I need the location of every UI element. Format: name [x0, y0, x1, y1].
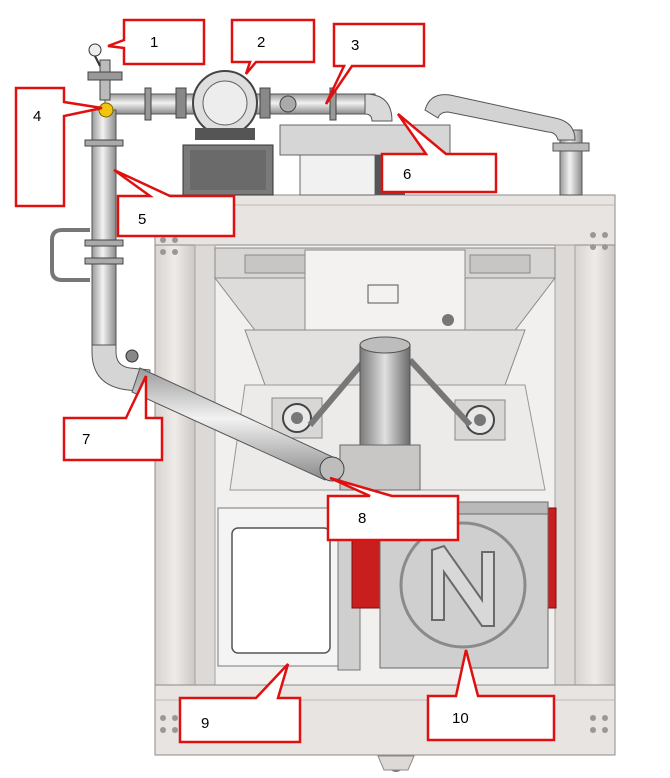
- callout-4: 4: [14, 86, 103, 208]
- callout-10: 10: [426, 649, 556, 742]
- callout-6-label: 6: [403, 166, 411, 183]
- callout-2: 2: [230, 18, 316, 75]
- callout-4-label: 4: [33, 108, 41, 125]
- callout-1: 1: [107, 18, 206, 66]
- yellow-valve: [98, 102, 114, 118]
- callout-2-label: 2: [257, 34, 265, 51]
- pressure-gauge: [88, 43, 102, 57]
- callout-9: 9: [178, 663, 302, 744]
- callout-10-label: 10: [452, 710, 469, 727]
- callout-5-label: 5: [138, 211, 146, 228]
- n-logo-mark: [431, 544, 495, 627]
- callout-1-label: 1: [150, 34, 158, 51]
- frame-left-column: [154, 244, 196, 756]
- central-housing: [304, 249, 466, 331]
- callout-9-label: 9: [201, 715, 209, 732]
- upper-right-pipe: [424, 94, 576, 141]
- callout-3-label: 3: [351, 37, 359, 54]
- piping: [50, 43, 576, 482]
- callout-8: 8: [326, 476, 460, 542]
- hopper-assembly: [213, 247, 557, 491]
- callouts: 1 2 3 4 5 6 7: [14, 18, 556, 744]
- callout-7-label: 7: [82, 431, 90, 448]
- top-tank: [299, 149, 376, 196]
- callout-5: 5: [113, 168, 236, 238]
- frame-right-column: [574, 244, 616, 756]
- diagonal-pipe-8: [131, 367, 336, 481]
- logo-ring: [399, 521, 527, 649]
- callout-3: 3: [324, 22, 426, 105]
- red-side-panel-left: [351, 537, 381, 609]
- frame-bolt-holes: [160, 232, 608, 733]
- callout-6: 6: [380, 113, 498, 194]
- callout-8-label: 8: [358, 510, 366, 527]
- pipe-elbow-6: [364, 93, 393, 122]
- callout-7: 7: [62, 375, 164, 462]
